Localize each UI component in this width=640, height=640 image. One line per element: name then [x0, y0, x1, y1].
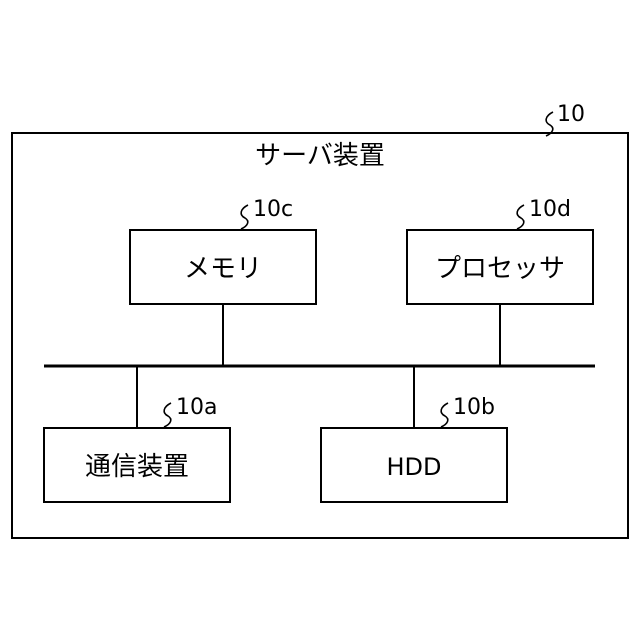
- hdd-ref-label: 10b: [453, 395, 495, 420]
- comm-device-label: 通信装置: [85, 452, 189, 482]
- processor-ref-label: 10d: [529, 197, 571, 222]
- memory-ref-label: 10c: [253, 197, 293, 222]
- server-ref-label: 10: [557, 102, 585, 127]
- memory-label: メモリ: [184, 254, 262, 284]
- processor-label: プロセッサ: [435, 254, 565, 284]
- comm-ref-label: 10a: [176, 395, 217, 420]
- hdd-label: HDD: [386, 453, 441, 481]
- server-title: サーバ装置: [255, 141, 385, 171]
